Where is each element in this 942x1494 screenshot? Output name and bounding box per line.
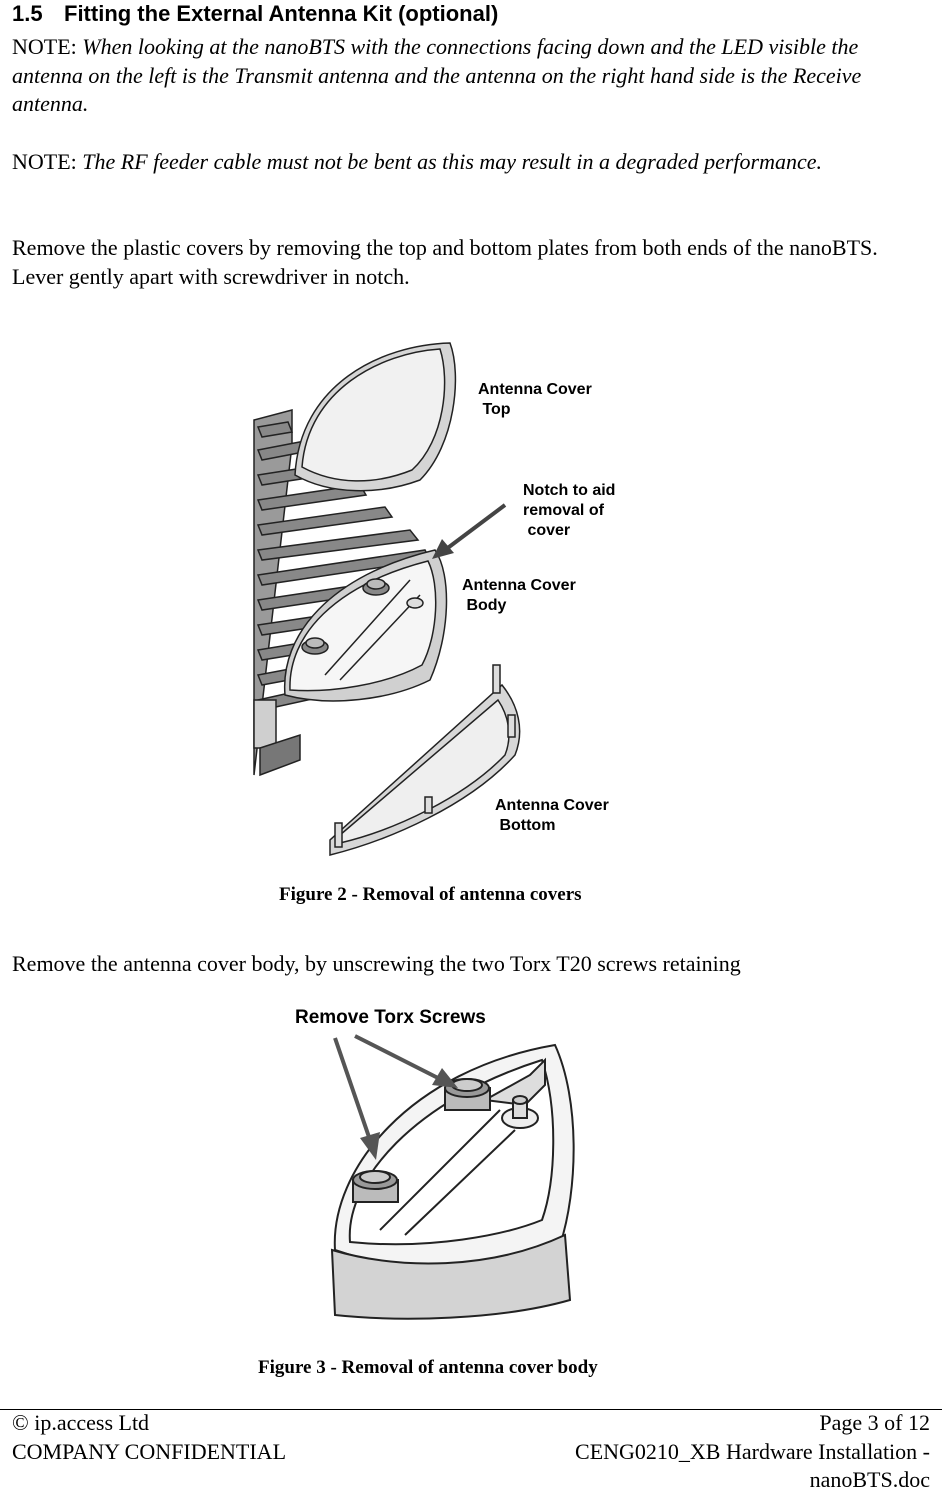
torx-screw-lower <box>352 1170 399 1203</box>
section-title: Fitting the External Antenna Kit (option… <box>64 1 499 26</box>
antenna-cover-body <box>283 549 448 702</box>
footer-divider <box>0 1409 942 1410</box>
note-prefix: NOTE: <box>12 149 83 174</box>
figure-3-illustration <box>330 1043 575 1320</box>
note-prefix: NOTE: <box>12 34 83 59</box>
label-antenna-cover-bottom: Antenna Cover Bottom <box>495 797 609 834</box>
figure-2-caption: Figure 2 - Removal of antenna covers <box>279 884 582 905</box>
footer-doc-title: CENG0210_XB Hardware Installation - <box>575 1439 930 1464</box>
figure-2-illustration <box>253 342 521 856</box>
note-rf-feeder: NOTE: The RF feeder cable must not be be… <box>12 148 892 177</box>
paragraph-remove-covers: Remove the plastic covers by removing th… <box>12 235 878 289</box>
label-notch: Notch to aid removal of cover <box>523 482 616 539</box>
note-text: When looking at the nanoBTS with the con… <box>12 34 862 116</box>
section-number: 1.5 <box>12 1 43 26</box>
torx-screw-upper <box>444 1078 491 1111</box>
label-antenna-cover-top: Antenna Cover Top <box>478 381 592 418</box>
torx-arrows <box>333 1034 458 1160</box>
figure-3-caption: Figure 3 - Removal of antenna cover body <box>258 1357 598 1378</box>
section-heading: 1.5 Fitting the External Antenna Kit (opt… <box>12 0 498 28</box>
antenna-cover-bottom <box>329 664 521 856</box>
note-antenna-orientation: NOTE: When looking at the nanoBTS with t… <box>12 33 892 119</box>
paragraph-remove-body: Remove the antenna cover body, by unscre… <box>12 951 741 976</box>
notch-arrow <box>432 503 507 559</box>
footer-doc-filename: nanoBTS.doc <box>809 1467 930 1492</box>
footer-copyright: © ip.access Ltd <box>12 1410 150 1435</box>
note-text: The RF feeder cable must not be bent as … <box>82 149 822 174</box>
footer-page-number: Page 3 of 12 <box>819 1410 930 1435</box>
label-remove-torx-screws: Remove Torx Screws <box>295 1007 486 1028</box>
label-antenna-cover-body: Antenna Cover Body <box>462 577 576 614</box>
post <box>501 1095 539 1129</box>
footer-confidential: COMPANY CONFIDENTIAL <box>12 1439 287 1464</box>
antenna-cover-top <box>294 342 457 492</box>
